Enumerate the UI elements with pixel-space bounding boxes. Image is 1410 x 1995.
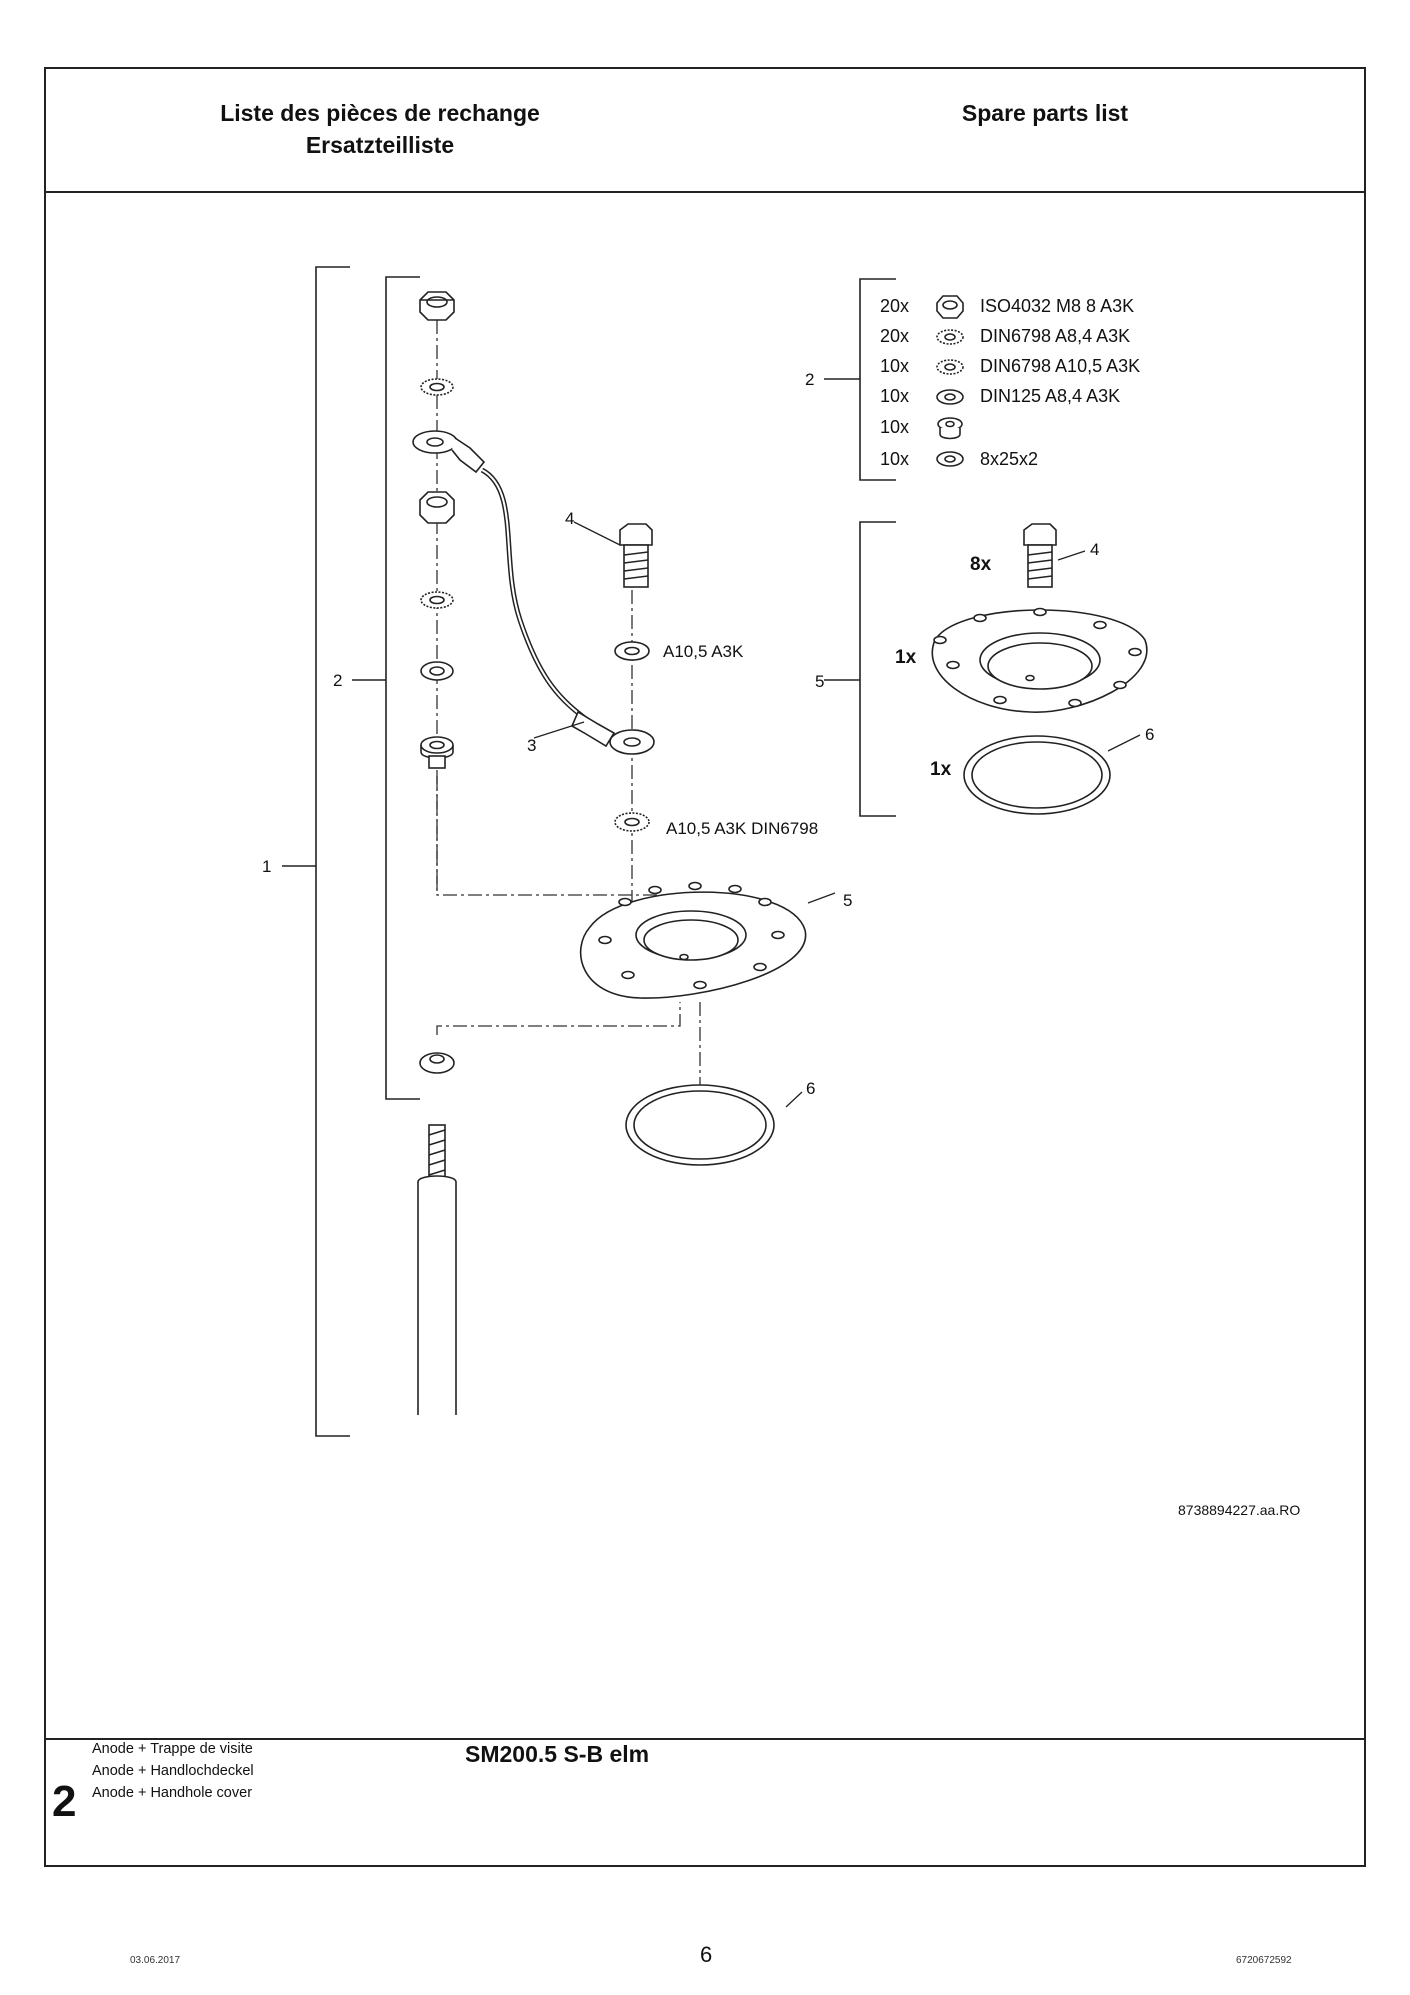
toothed-washer-icon <box>420 378 454 396</box>
earth-cable <box>480 467 592 725</box>
section-desc-de: Anode + Handlochdeckel <box>92 1763 254 1779</box>
drawing-number: 8738894227.aa.RO <box>1178 1502 1300 1518</box>
bolt-icon <box>619 523 653 588</box>
washer-label-a105: A10,5 A3K <box>663 642 744 661</box>
section-desc-fr: Anode + Trappe de visite <box>92 1741 253 1757</box>
callout-4-left: 4 <box>565 509 574 528</box>
section-desc-en: Anode + Handhole cover <box>92 1785 253 1801</box>
kit-part: DIN125 A8,4 A3K <box>980 386 1120 406</box>
header-title-fr: Liste des pièces de rechange <box>220 100 540 126</box>
collar-washer-icon <box>420 736 454 769</box>
callout-4-kit: 4 <box>1090 540 1099 559</box>
bracket-5-kit <box>859 521 896 817</box>
callout-5-main: 5 <box>843 891 852 910</box>
kit-qty: 10x <box>880 386 909 406</box>
cable-lug-icon <box>570 710 655 755</box>
toothed-washer-icon <box>614 812 650 832</box>
callout-1: 1 <box>262 857 271 876</box>
kit-icon-toothed-washer-1 <box>936 329 964 345</box>
kit-part: DIN6798 A10,5 A3K <box>980 356 1140 376</box>
callout-2-kit: 2 <box>805 370 814 389</box>
gasket-ring <box>625 1084 775 1166</box>
page-number: 6 <box>700 1942 713 1967</box>
kit-part: DIN6798 A8,4 A3K <box>980 326 1130 346</box>
qty-flange-1x: 1x <box>895 647 917 668</box>
bracket-1 <box>315 266 350 1437</box>
cable-lug-icon <box>412 430 486 474</box>
kit-icon-flat-washer-1 <box>936 389 964 405</box>
bolt-icon <box>1023 523 1057 588</box>
callout-5-kit: 5 <box>815 672 824 691</box>
kit-qty: 20x <box>880 326 909 346</box>
callout-6-main: 6 <box>806 1079 815 1098</box>
flat-washer-icon <box>614 641 650 661</box>
footer-divider <box>44 1738 1366 1740</box>
callout-3: 3 <box>527 736 536 755</box>
qty-gasket-1x: 1x <box>930 759 952 780</box>
header-divider <box>44 191 1366 193</box>
flat-washer-icon <box>420 661 454 681</box>
kit-qty: 10x <box>880 417 909 437</box>
kit-qty: 20x <box>880 296 909 316</box>
washer-label-a105-din6798: A10,5 A3K DIN6798 <box>666 819 818 838</box>
footer-date: 03.06.2017 <box>130 1955 181 1966</box>
kit-icon-flat-washer-2 <box>936 451 964 467</box>
handhole-cover-flange <box>579 881 807 999</box>
callout-2-left: 2 <box>333 671 342 690</box>
header-title-de: Ersatzteilliste <box>305 132 455 158</box>
qty-bolt-8x: 8x <box>970 554 992 575</box>
header-title-en: Spare parts list <box>961 100 1129 126</box>
flat-washer-icon <box>419 1052 455 1074</box>
kit-part: ISO4032 M8 8 A3K <box>980 296 1134 316</box>
page-frame <box>44 67 1366 1867</box>
handhole-cover-flange <box>931 607 1148 713</box>
section-number: 2 <box>52 1777 77 1826</box>
kit-icon-toothed-washer-2 <box>936 359 964 375</box>
model-name: SM200.5 S-B elm <box>465 1741 650 1767</box>
toothed-washer-icon <box>420 591 454 609</box>
kit-icon-collar-washer <box>937 417 963 440</box>
bracket-2 <box>385 276 420 1100</box>
gasket-ring <box>963 735 1111 815</box>
anode-rod <box>417 1124 457 1415</box>
footer-doc-number: 6720672592 <box>1236 1955 1292 1966</box>
kit-icon-hex-nut <box>936 295 964 319</box>
kit-qty: 10x <box>880 356 909 376</box>
callout-6-kit: 6 <box>1145 725 1154 744</box>
kit-part: 8x25x2 <box>980 449 1038 469</box>
kit-qty: 10x <box>880 449 909 469</box>
